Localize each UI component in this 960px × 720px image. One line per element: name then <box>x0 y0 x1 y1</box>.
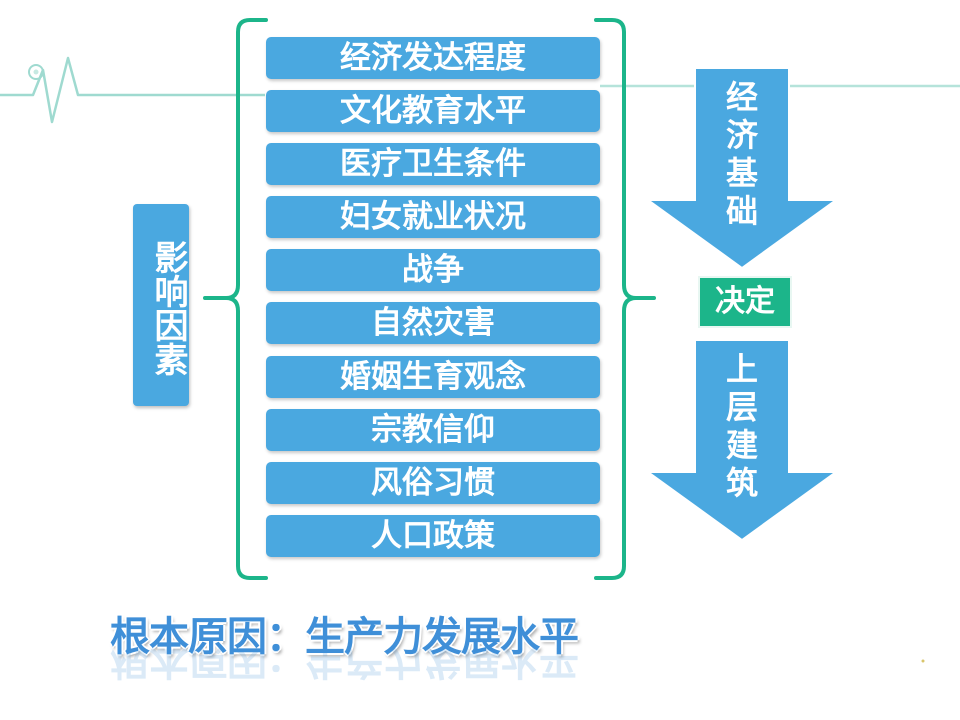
factor-item: 风俗习惯 <box>266 461 600 504</box>
heartbeat-line <box>0 56 265 124</box>
left-bracket <box>203 18 268 580</box>
factor-item: 婚姻生育观念 <box>266 355 600 398</box>
factor-item: 医疗卫生条件 <box>266 143 600 186</box>
factor-item: 经济发达程度 <box>266 37 600 79</box>
factor-item: 战争 <box>266 249 600 292</box>
economic-base-text: 经济基础 <box>725 78 758 230</box>
superstructure-arrow <box>644 339 840 542</box>
root-cause-reflection: 根本原因：生产力发展水平 <box>110 648 578 682</box>
right-bracket <box>594 18 656 580</box>
factor-item: 自然灾害 <box>266 302 600 345</box>
factor-list: 经济发达程度 文化教育水平 医疗卫生条件 妇女就业状况 战争 自然灾害 婚姻生育… <box>266 37 600 568</box>
factor-item: 人口政策 <box>266 514 600 557</box>
economic-base-arrow <box>644 67 840 270</box>
decides-box: 决定 <box>698 276 792 328</box>
influencing-factors-label: 影响因素 <box>133 204 189 406</box>
factor-item: 妇女就业状况 <box>266 196 600 239</box>
influencing-factors-text: 影响因素 <box>148 240 188 376</box>
root-cause-title: 根本原因：生产力发展水平 <box>110 614 579 660</box>
factor-item: 文化教育水平 <box>266 90 600 133</box>
superstructure-text: 上层建筑 <box>725 350 758 502</box>
factor-item: 宗教信仰 <box>266 408 600 451</box>
heartbeat-dot-icon <box>28 64 44 80</box>
